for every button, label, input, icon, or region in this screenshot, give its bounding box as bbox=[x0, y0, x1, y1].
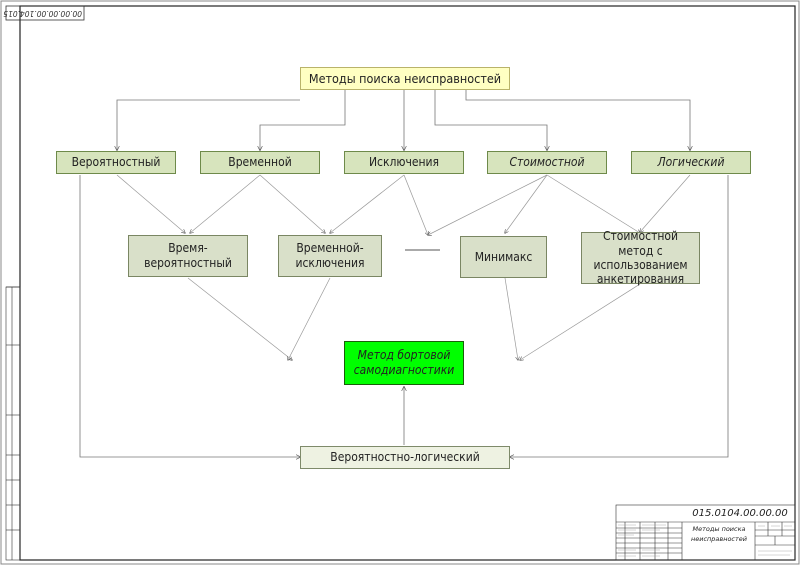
title-block-grid bbox=[615, 504, 796, 561]
node-cost-survey: Стоимостной метод с использованием анкет… bbox=[581, 229, 700, 286]
node-probabilistic: Вероятностный bbox=[56, 151, 176, 174]
code-box bbox=[5, 5, 85, 21]
node-logical: Логический bbox=[631, 151, 751, 174]
node-time-exclusion: Временной-исключения bbox=[278, 235, 382, 277]
binding-strip bbox=[5, 286, 21, 561]
root-node: Методы поиска неисправностей bbox=[300, 67, 510, 90]
node-cost: Стоимостной bbox=[487, 151, 607, 174]
node-probabilistic-logical: Вероятностно-логический bbox=[300, 446, 510, 469]
node-time: Временной bbox=[200, 151, 320, 174]
node-time-probabilistic: Время-вероятностный bbox=[128, 235, 248, 277]
title-block-title: Методы поиска неисправностей bbox=[690, 525, 748, 543]
node-onboard-selfdiagnostics: Метод бортовой самодиагностики bbox=[344, 341, 464, 385]
sheet-frame-inner bbox=[19, 5, 796, 561]
sheet-code-rotated: 00.00.00.00.104.015 bbox=[3, 9, 82, 18]
node-exclusion: Исключения bbox=[344, 151, 464, 174]
node-minimax: Минимакс bbox=[460, 236, 547, 278]
title-block-designation: 015.0104.00.00.00 bbox=[692, 508, 788, 519]
